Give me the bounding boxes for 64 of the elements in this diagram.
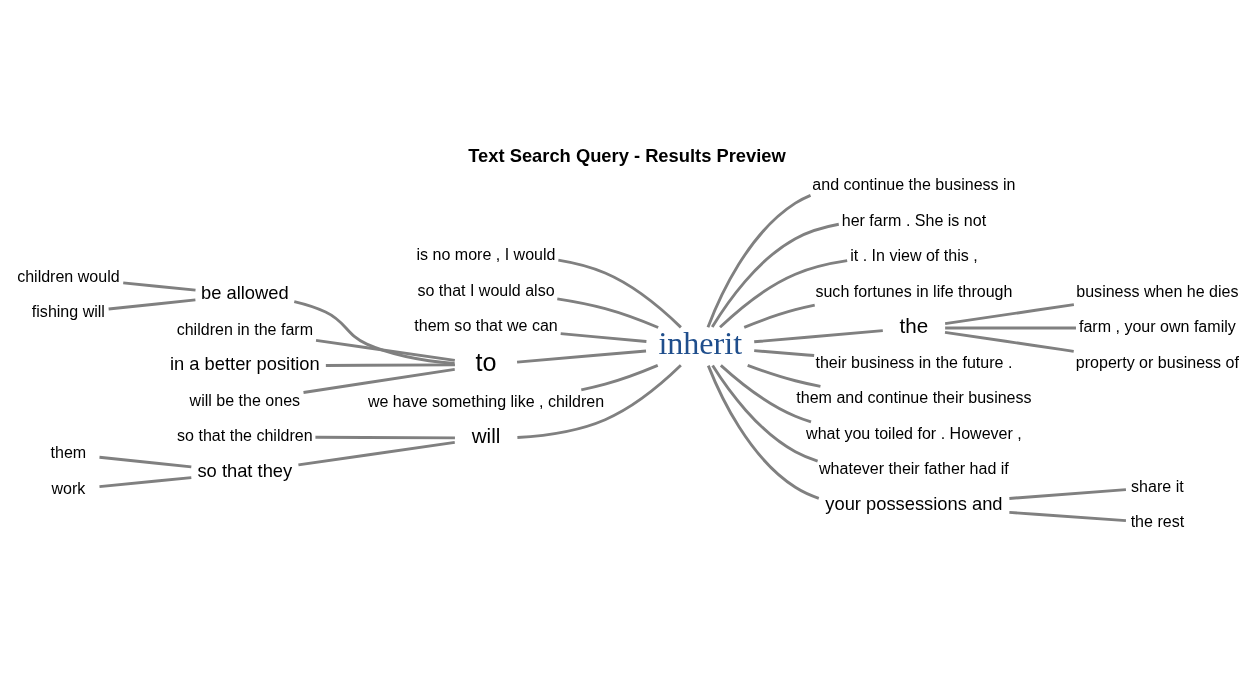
node-text: fishing will — [31, 302, 105, 321]
node-text: business when he dies — [1076, 281, 1239, 300]
node-text: whatever their father had if — [819, 459, 1009, 478]
connector — [557, 297, 659, 329]
node-text: your possessions and — [825, 492, 1003, 514]
connector — [581, 364, 659, 392]
node-text: so that they — [197, 459, 293, 481]
node-text: is no more , I would — [416, 245, 556, 264]
connector — [558, 258, 682, 329]
connector — [754, 349, 815, 357]
connector — [325, 363, 455, 367]
connector — [315, 339, 456, 362]
connector — [719, 259, 848, 329]
connector — [517, 364, 682, 439]
node-text: what you toiled for . However , — [806, 423, 1022, 442]
node-text: share it — [1131, 476, 1184, 495]
node-text: their business in the future . — [815, 352, 1013, 371]
node-text: property or business of — [1075, 352, 1239, 371]
connector — [108, 298, 196, 311]
node-text: so that I would also — [417, 280, 555, 299]
connector — [99, 476, 192, 489]
node-text: them and continue their business — [796, 388, 1032, 407]
node-text: farm , your own family — [1078, 317, 1236, 336]
node-text: to — [475, 348, 497, 377]
node-text: inherit — [658, 325, 743, 362]
connector — [99, 455, 192, 469]
connector — [743, 303, 815, 329]
connector — [747, 364, 821, 388]
node-text: so that the children — [177, 426, 313, 445]
node-text: them so that we can — [414, 316, 558, 335]
node-text: work — [51, 478, 86, 497]
connector — [711, 222, 840, 328]
node-text: the — [899, 314, 929, 338]
connector — [123, 281, 196, 292]
node-text: and continue the business in — [812, 175, 1016, 194]
connector — [944, 303, 1075, 326]
connector — [298, 440, 455, 467]
node-text: children in the farm — [176, 319, 313, 338]
node-text: we have something like , children — [367, 391, 605, 410]
node-text: them — [50, 443, 87, 462]
node-text: will be the ones — [189, 390, 301, 409]
node-text: the rest — [1130, 512, 1185, 531]
node-text: children would — [17, 266, 120, 285]
connector — [706, 365, 820, 500]
diagram-title: Text Search Query - Results Preview — [468, 144, 786, 166]
connector — [706, 194, 812, 328]
node-text: in a better position — [169, 353, 320, 375]
connector — [719, 364, 812, 424]
connector — [1009, 488, 1127, 500]
connector — [293, 300, 455, 365]
node-text: her farm . She is not — [841, 210, 987, 229]
connector — [315, 435, 455, 440]
connector — [944, 331, 1074, 353]
connector — [516, 349, 647, 364]
connector — [1009, 510, 1127, 523]
connector — [560, 332, 647, 343]
node-text: be allowed — [201, 282, 289, 304]
node-text: such fortunes in life through — [815, 281, 1013, 300]
connector — [945, 326, 1076, 330]
node-text: it . In view of this , — [850, 246, 978, 265]
connector — [711, 364, 819, 463]
connector — [303, 367, 455, 394]
node-text: will — [471, 424, 501, 448]
connector — [754, 329, 883, 344]
